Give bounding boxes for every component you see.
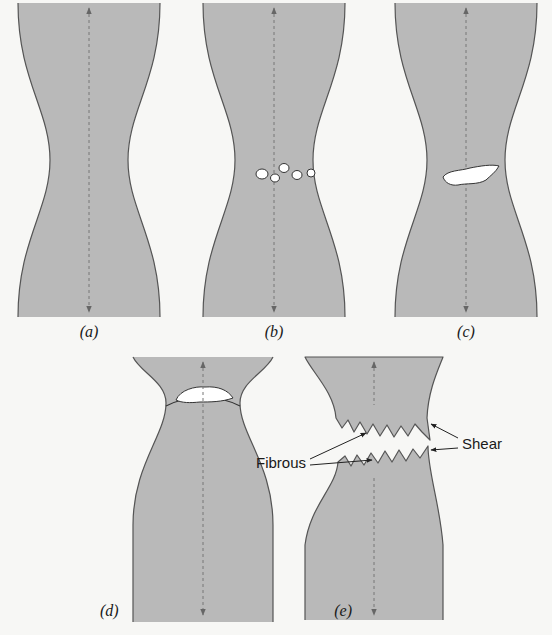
figure-label: (a) [80,324,99,340]
region-label: Fibrous [256,455,306,470]
specimen-a [18,3,160,317]
figure-label: (c) [457,324,475,340]
figure-label: (d) [100,603,119,619]
specimen-b [203,3,345,317]
figure-label: (b) [265,324,284,340]
microvoids [256,164,315,183]
region-label: Shear [462,436,502,451]
crack [443,165,499,185]
figure-label: (e) [334,603,352,619]
specimen-e [300,357,450,624]
leader-lines [310,424,458,465]
specimen-c [395,3,537,317]
specimen-d [133,357,273,622]
